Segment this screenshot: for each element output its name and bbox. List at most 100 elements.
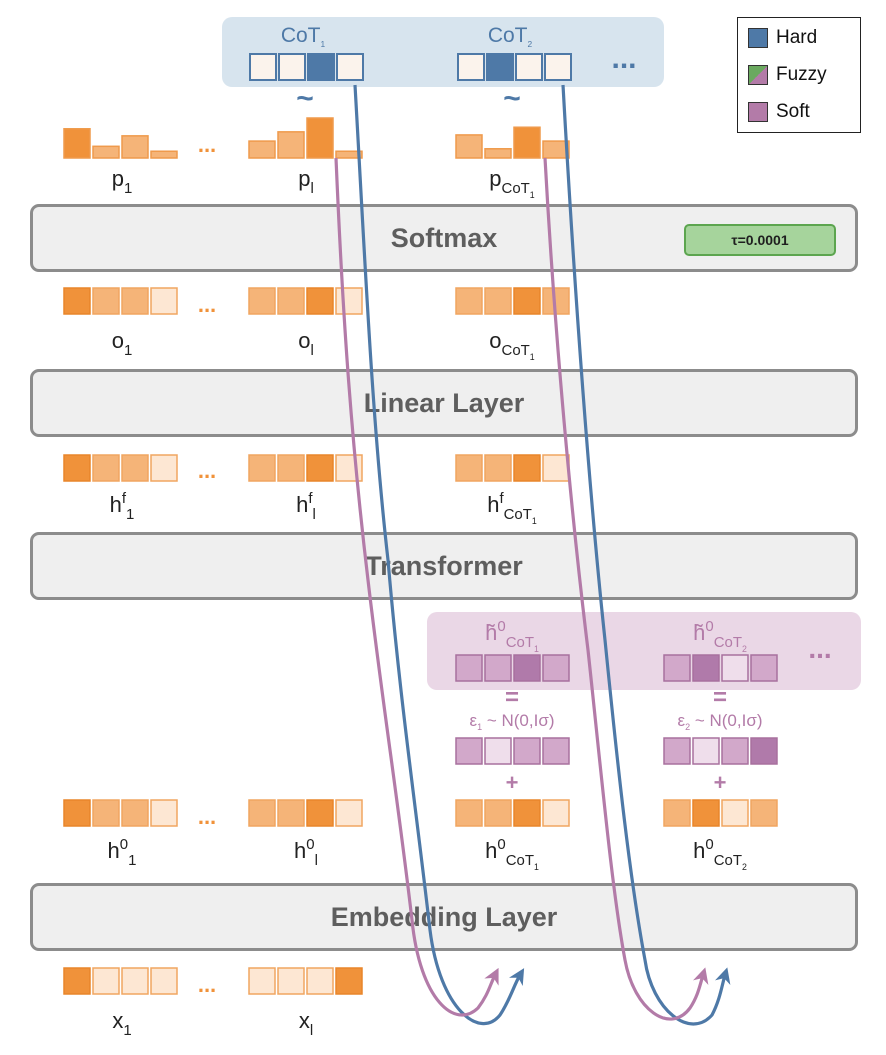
cot2-label-base: CoT (488, 24, 528, 47)
p-label-1-sub: l (310, 180, 313, 197)
p-label-2-sub2: 1 (530, 190, 535, 200)
h0-label-1-base: h (294, 838, 306, 863)
pert1-cell-0 (455, 654, 483, 682)
hf-label-0-base: h (110, 492, 122, 517)
x-label-1: xl (299, 1008, 313, 1039)
tilde-0: ~ (296, 82, 314, 115)
h03-cell-0 (663, 799, 691, 827)
tilde-1: ~ (503, 82, 521, 115)
softmax-label: Softmax (390, 222, 498, 253)
h0-label-2-sup: 0 (497, 836, 505, 853)
hf2-cell-0 (455, 454, 483, 482)
cot1-token-cell-0 (249, 53, 277, 81)
o-label-2-base: o (489, 328, 501, 353)
noise1-cell-2 (513, 737, 541, 765)
noise1-cell-0 (455, 737, 483, 765)
h0-label-0: h01 (108, 836, 137, 869)
h03-cell-2 (721, 799, 749, 827)
h0-label-0-sup: 0 (120, 836, 128, 853)
hf0-cell-1 (92, 454, 120, 482)
legend-item-fuzzy: Fuzzy (748, 64, 827, 86)
o-label-2: oCoT1 (489, 328, 535, 362)
pert1-label-sup: 0 (497, 618, 505, 635)
h01-cell-0 (248, 799, 276, 827)
hf-label-0-sub: 1 (126, 506, 134, 523)
cot1-token-cell-2 (307, 53, 335, 81)
h02-cell-1 (484, 799, 512, 827)
hf-label-1-sup: f (308, 490, 313, 507)
soft-swatch (748, 102, 768, 122)
o-label-1-sub: l (310, 342, 313, 359)
pert1-label-base: h̃ (485, 620, 497, 645)
noise-dist-0: ~ N(0,Iσ) (482, 711, 554, 730)
legend-label-hard: Hard (776, 27, 818, 48)
hf-label-2-sub: CoT (504, 506, 532, 523)
o-ellipsis: ... (198, 292, 216, 317)
noise1-cell-1 (484, 737, 512, 765)
o1-cell-1 (277, 287, 305, 315)
h0-label-3: h0CoT2 (693, 836, 747, 872)
noise1-cell-3 (542, 737, 570, 765)
hard-feedback-curve-2 (561, 84, 731, 1026)
hf-label-0-sup: f (122, 490, 127, 507)
transformer-layer: Transformer (30, 532, 858, 600)
h00-cell-3 (150, 799, 178, 827)
p1-bar-2 (121, 135, 149, 159)
pl-bar-2 (306, 117, 334, 159)
cot1-label: CoT1 (281, 24, 326, 49)
p-label-1-base: p (298, 166, 310, 191)
h0-label-2-sub2: 1 (534, 862, 539, 872)
pcot-bar-0 (455, 134, 483, 159)
p1-bar-3 (150, 150, 178, 159)
h0-label-3-sub: CoT (714, 852, 742, 869)
noise-sub-1: 2 (685, 722, 690, 732)
cot2-token-cell-0 (457, 53, 485, 81)
hard-swatch (748, 28, 768, 48)
o1-cell-3 (335, 287, 363, 315)
h02-cell-0 (455, 799, 483, 827)
hf-label-2: hfCoT1 (487, 490, 537, 526)
h00-cell-1 (92, 799, 120, 827)
x1-cell-3 (335, 967, 363, 995)
x0-cell-0 (63, 967, 91, 995)
h0-label-3-sup: 0 (705, 836, 713, 853)
hf-ellipsis: ... (198, 458, 216, 483)
soft-feedback-curve-2 (543, 157, 709, 1021)
linear-layer: Linear Layer (30, 369, 858, 437)
hf-label-1: hfl (296, 490, 316, 523)
pert2-cell-3 (750, 654, 778, 682)
h01-cell-1 (277, 799, 305, 827)
probability-bars (63, 117, 570, 159)
pcot-bar-1 (484, 148, 512, 159)
pert2-cell-0 (663, 654, 691, 682)
pert2-label: h̃0CoT2 (693, 618, 747, 654)
x0-cell-1 (92, 967, 120, 995)
p-label-0-base: p (112, 166, 124, 191)
cot1-token-cell-1 (278, 53, 306, 81)
plus-1: + (714, 770, 727, 795)
o2-cell-0 (455, 287, 483, 315)
p-label-0-sub: 1 (124, 180, 132, 197)
x-label-0-sub: 1 (123, 1022, 131, 1039)
h0-label-3-sub2: 2 (742, 862, 747, 872)
noise-eps-1: ε (678, 711, 686, 730)
linear-label: Linear Layer (363, 387, 525, 418)
o2-cell-2 (513, 287, 541, 315)
equals-1: = (713, 684, 727, 711)
hf-label-2-sup: f (499, 490, 504, 507)
p-label-2: pCoT1 (489, 166, 535, 200)
o-label-0-sub: 1 (124, 342, 132, 359)
h01-cell-2 (306, 799, 334, 827)
soft-feedback-curve-1 (334, 157, 499, 1017)
h0-ellipsis: ... (198, 804, 216, 829)
pert-ellipsis: ... (808, 633, 831, 664)
o0-cell-1 (92, 287, 120, 315)
legend-item-soft: Soft (748, 101, 810, 123)
o2-cell-1 (484, 287, 512, 315)
equals-0: = (505, 684, 519, 711)
hf0-cell-2 (121, 454, 149, 482)
legend-item-hard: Hard (748, 27, 817, 49)
pert1-cell-3 (542, 654, 570, 682)
x-ellipsis: ... (198, 972, 216, 997)
noise-label-0: ε1 ~ N(0,Iσ) (470, 711, 555, 732)
